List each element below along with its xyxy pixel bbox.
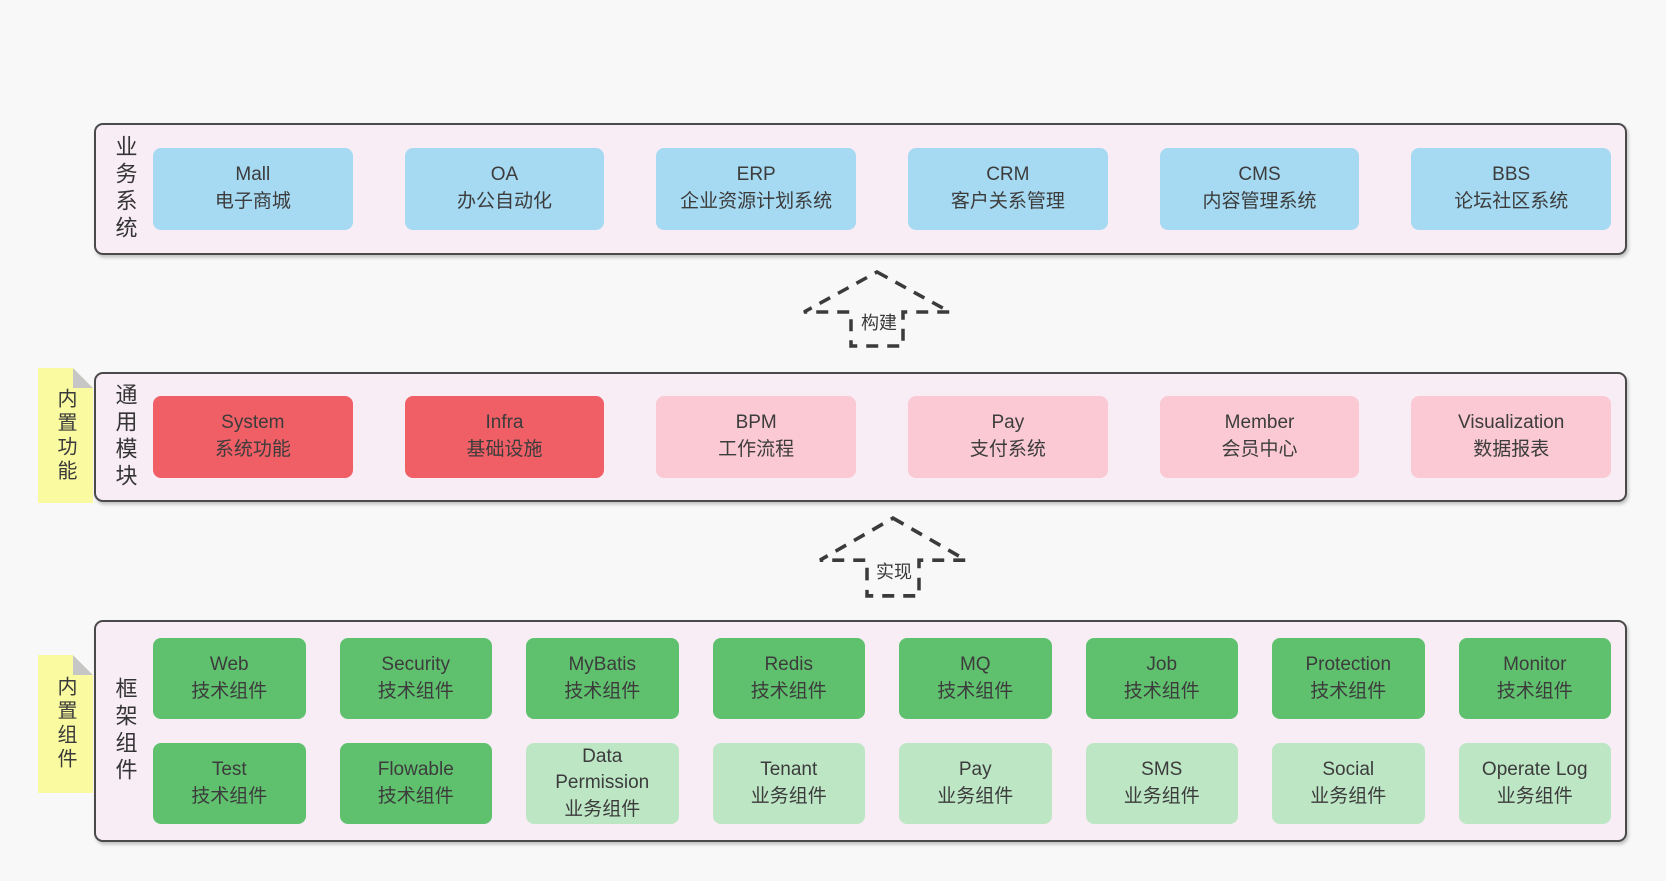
box-erp-desc: 企业资源计划系统 <box>680 191 833 212</box>
box-security: Security 技术组件 <box>339 638 492 719</box>
box-flowable-name: Flowable <box>377 758 454 780</box>
box-pay-name: Pay <box>991 412 1025 434</box>
layer-common-modules: 通用模块 System 系统功能 Infra 基础设施 BPM 工作流程 Pay… <box>94 372 1627 502</box>
box-protection: Protection 技术组件 <box>1272 638 1425 719</box>
box-pay-desc: 支付系统 <box>969 439 1046 460</box>
box-sms-name: SMS <box>1141 758 1183 780</box>
box-test: Test 技术组件 <box>153 743 306 824</box>
box-monitor: Monitor 技术组件 <box>1458 638 1611 719</box>
box-mq: MQ 技术组件 <box>899 638 1052 719</box>
sticky-note-built-in-features: 内置功能 <box>38 368 93 503</box>
box-monitor-desc: 技术组件 <box>1496 680 1573 702</box>
box-erp-name: ERP <box>736 164 776 186</box>
box-mq-name: MQ <box>959 653 991 675</box>
box-infra: Infra 基础设施 <box>404 396 605 478</box>
box-member-desc: 会员中心 <box>1221 439 1298 460</box>
box-cms-desc: 内容管理系统 <box>1202 191 1317 212</box>
box-web-desc: 技术组件 <box>191 680 268 702</box>
box-operate-log-desc: 业务组件 <box>1496 785 1573 807</box>
common-boxes-row: System 系统功能 Infra 基础设施 BPM 工作流程 Pay 支付系统… <box>153 374 1625 500</box>
box-erp: ERP 企业资源计划系统 <box>656 148 857 230</box>
box-infra-desc: 基础设施 <box>466 439 543 460</box>
box-pay-component-name: Pay <box>958 758 992 780</box>
box-pay-component: Pay 业务组件 <box>899 743 1052 824</box>
box-bbs: BBS 论坛社区系统 <box>1411 148 1612 230</box>
box-monitor-name: Monitor <box>1503 653 1567 675</box>
box-visualization-desc: 数据报表 <box>1473 439 1550 460</box>
box-redis: Redis 技术组件 <box>712 638 865 719</box>
box-social-name: Social <box>1322 758 1375 780</box>
box-oa: OA 办公自动化 <box>404 148 605 230</box>
box-flowable-desc: 技术组件 <box>377 785 454 807</box>
box-tenant-desc: 业务组件 <box>750 785 827 807</box>
box-web-name: Web <box>209 653 249 675</box>
box-redis-name: Redis <box>764 653 814 675</box>
box-bbs-desc: 论坛社区系统 <box>1454 191 1569 212</box>
box-sms-desc: 业务组件 <box>1123 785 1200 807</box>
box-social: Social 业务组件 <box>1272 743 1425 824</box>
box-bbs-name: BBS <box>1492 164 1531 186</box>
box-member-name: Member <box>1224 412 1295 434</box>
box-visualization-name: Visualization <box>1458 412 1565 434</box>
box-system-desc: 系统功能 <box>214 439 291 460</box>
box-bpm-desc: 工作流程 <box>718 439 795 460</box>
box-job-name: Job <box>1146 653 1178 675</box>
box-oa-name: OA <box>490 164 519 186</box>
box-job: Job 技术组件 <box>1085 638 1238 719</box>
framework-row-1: Web 技术组件 Security 技术组件 MyBatis 技术组件 Redi… <box>153 638 1611 719</box>
box-system: System 系统功能 <box>153 396 353 478</box>
box-web: Web 技术组件 <box>153 638 306 719</box>
box-mall: Mall 电子商城 <box>153 148 353 230</box>
layer-label-common: 通用模块 <box>112 383 138 491</box>
box-tenant-name: Tenant <box>760 758 818 780</box>
box-protection-name: Protection <box>1305 653 1392 675</box>
box-data-permission-desc: 业务组件 <box>564 798 641 820</box>
box-test-desc: 技术组件 <box>191 785 268 807</box>
box-operate-log-name: Operate Log <box>1481 758 1588 780</box>
box-cms-name: CMS <box>1238 164 1281 186</box>
box-tenant: Tenant 业务组件 <box>712 743 865 824</box>
layer-label-business: 业务系统 <box>112 135 138 243</box>
box-flowable: Flowable 技术组件 <box>339 743 492 824</box>
box-bpm-name: BPM <box>735 412 777 434</box>
box-pay: Pay 支付系统 <box>908 396 1108 478</box>
box-oa-desc: 办公自动化 <box>457 191 553 212</box>
box-bpm: BPM 工作流程 <box>656 396 857 478</box>
box-test-name: Test <box>211 758 247 780</box>
box-data-permission-name: Data Permission <box>555 745 650 794</box>
box-infra-name: Infra <box>485 412 524 434</box>
box-mq-desc: 技术组件 <box>937 680 1014 702</box>
framework-row-2: Test 技术组件 Flowable 技术组件 Data Permission … <box>153 743 1611 824</box>
box-mall-name: Mall <box>235 164 271 186</box>
box-pay-component-desc: 业务组件 <box>937 785 1014 807</box>
box-mybatis-desc: 技术组件 <box>564 680 641 702</box>
box-cms: CMS 内容管理系统 <box>1159 148 1360 230</box>
framework-rows: Web 技术组件 Security 技术组件 MyBatis 技术组件 Redi… <box>153 622 1625 840</box>
box-crm-desc: 客户关系管理 <box>950 191 1065 212</box>
box-member: Member 会员中心 <box>1159 396 1360 478</box>
arrow-build-label: 构建 <box>859 308 899 336</box>
layer-framework-components: 框架组件 Web 技术组件 Security 技术组件 MyBatis 技术组件… <box>94 620 1627 842</box>
layer-business-systems: 业务系统 Mall 电子商城 OA 办公自动化 ERP 企业资源计划系统 CRM… <box>94 123 1627 255</box>
box-mybatis: MyBatis 技术组件 <box>526 638 679 719</box>
box-social-desc: 业务组件 <box>1310 785 1387 807</box>
box-crm: CRM 客户关系管理 <box>908 148 1108 230</box>
box-visualization: Visualization 数据报表 <box>1411 396 1612 478</box>
box-security-name: Security <box>381 653 451 675</box>
business-boxes-row: Mall 电子商城 OA 办公自动化 ERP 企业资源计划系统 CRM 客户关系… <box>153 125 1625 253</box>
box-protection-desc: 技术组件 <box>1310 680 1387 702</box>
box-mybatis-name: MyBatis <box>568 653 637 675</box>
layer-label-framework: 框架组件 <box>112 677 138 785</box>
box-system-name: System <box>221 412 285 434</box>
box-job-desc: 技术组件 <box>1123 680 1200 702</box>
box-mall-desc: 电子商城 <box>214 191 291 212</box>
box-crm-name: CRM <box>986 164 1030 186</box>
sticky-note-built-in-components: 内置组件 <box>38 655 93 793</box>
arrow-implement-label: 实现 <box>874 557 914 585</box>
box-operate-log: Operate Log 业务组件 <box>1458 743 1611 824</box>
box-security-desc: 技术组件 <box>377 680 454 702</box>
box-data-permission: Data Permission 业务组件 <box>526 743 679 824</box>
box-redis-desc: 技术组件 <box>750 680 827 702</box>
box-sms: SMS 业务组件 <box>1085 743 1238 824</box>
